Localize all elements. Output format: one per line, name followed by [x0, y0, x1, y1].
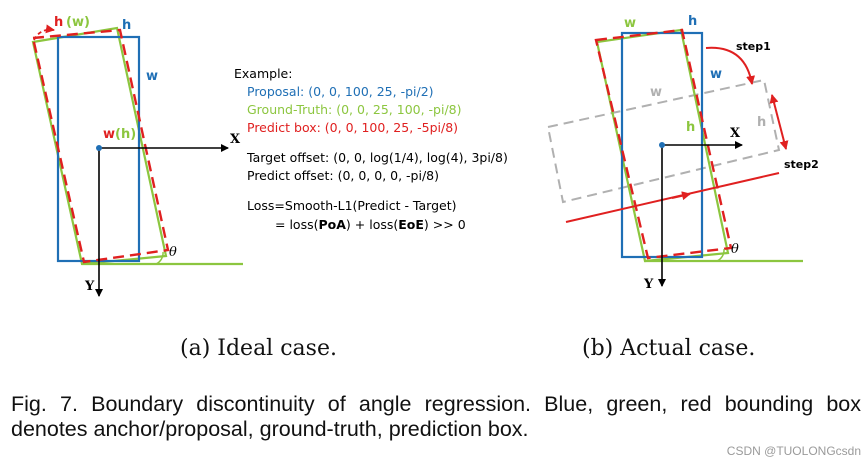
axis-x-label: X: [230, 132, 241, 147]
label-w-red-mid: w: [103, 127, 115, 142]
theta-label-b: θ: [731, 242, 739, 257]
example-loss-line2: = loss(PoA) + loss(EoE) >> 0: [275, 217, 466, 232]
label-h-red: h: [54, 15, 63, 30]
step2-arrow: [769, 94, 789, 150]
prediction-box-b: [594, 28, 733, 260]
step1-arrow: [705, 46, 756, 85]
figure-caption: Fig. 7. Boundary discontinuity of angle …: [11, 392, 861, 441]
axis-y-label: Y: [84, 279, 95, 294]
panel-actual-case: w h w h w h step1 step2 X Y θ: [546, 14, 819, 292]
loss-prefix: = loss(: [275, 217, 318, 232]
example-text-block: Example: Proposal: (0, 0, 100, 25, -pi/2…: [234, 66, 508, 232]
label-h-blue: h: [122, 18, 131, 33]
axis-x-label-b: X: [730, 126, 741, 141]
theta-arc-b: [716, 248, 725, 262]
label-w-green-b: w: [624, 16, 636, 31]
label-w-green-top: (w): [66, 15, 90, 30]
subcaption-b: (b) Actual case.: [582, 336, 755, 361]
example-ground-truth: Ground-Truth: (0, 0, 25, 100, -pi/8): [247, 102, 462, 117]
label-h-green-mid: (h): [115, 127, 136, 142]
theta-label: θ: [169, 245, 177, 260]
subcaption-a: (a) Ideal case.: [180, 336, 337, 361]
label-h-gray: h: [757, 115, 766, 130]
example-loss-line1: Loss=Smooth-L1(Predict - Target): [247, 198, 457, 213]
example-predict-offset: Predict offset: (0, 0, 0, 0, -pi/8): [247, 168, 439, 183]
panel-ideal-case: h (w) h w w (h) X Y θ: [31, 15, 243, 297]
loss-suffix: ) >> 0: [424, 217, 466, 232]
label-w-blue: w: [146, 69, 158, 84]
theta-arc: [155, 251, 164, 265]
loss-poa: PoA: [318, 217, 346, 232]
label-h-green-b: h: [686, 120, 695, 135]
label-w-blue-b: w: [710, 67, 722, 82]
prediction-box: [31, 28, 170, 264]
loss-mid: ) + loss(: [346, 217, 398, 232]
watermark: CSDN @TUOLONGcsdn: [726, 444, 861, 458]
example-proposal: Proposal: (0, 0, 100, 25, -pi/2): [247, 84, 434, 99]
regression-arrow: [671, 191, 691, 201]
example-predict-box: Predict box: (0, 0, 100, 25, -5pi/8): [247, 120, 458, 135]
example-heading: Example:: [234, 66, 292, 81]
step1-label: step1: [736, 40, 771, 53]
label-w-gray: w: [650, 85, 662, 100]
origin-point-b: [659, 142, 665, 148]
step2-label: step2: [784, 158, 819, 171]
example-target-offset: Target offset: (0, 0, log(1/4), log(4), …: [246, 150, 508, 165]
axis-y-label-b: Y: [643, 277, 654, 292]
origin-point: [96, 145, 102, 151]
loss-eoe: EoE: [398, 217, 424, 232]
rotation-arc: [33, 24, 55, 41]
intermediate-box: [546, 78, 781, 204]
label-h-blue-b: h: [688, 14, 697, 29]
